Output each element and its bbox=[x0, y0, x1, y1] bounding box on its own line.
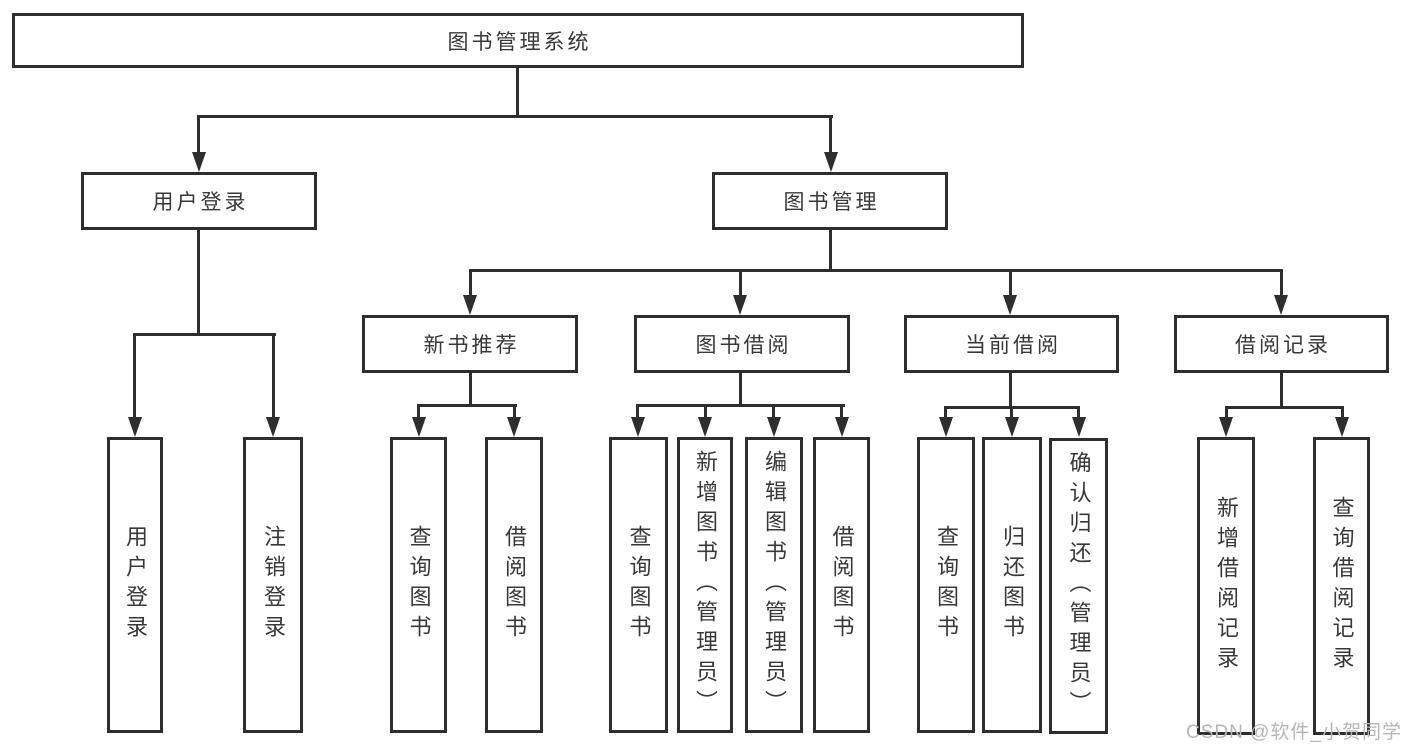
node-current-return-books-label: 归还图书 bbox=[1000, 525, 1025, 645]
arrowhead-down-icon bbox=[1072, 417, 1086, 437]
node-logout-leaf: 注销登录 bbox=[243, 437, 303, 733]
connector-line bbox=[272, 333, 275, 421]
arrowhead-down-icon bbox=[698, 417, 712, 437]
arrowhead-down-icon bbox=[1003, 295, 1017, 315]
node-login-leaf-label: 用户登录 bbox=[123, 525, 148, 645]
node-recommend-borrow-books: 借阅图书 bbox=[485, 437, 543, 733]
node-records-add-record-label: 新增借阅记录 bbox=[1214, 496, 1239, 676]
node-borrowing-query-books: 查询图书 bbox=[609, 437, 668, 733]
connector-line bbox=[829, 115, 832, 155]
connector-line bbox=[739, 269, 742, 299]
node-current-return-books: 归还图书 bbox=[982, 437, 1042, 733]
node-recommend-query-books: 查询图书 bbox=[390, 437, 447, 733]
arrowhead-down-icon bbox=[1219, 417, 1233, 437]
arrowhead-down-icon bbox=[412, 417, 426, 437]
node-book-management-label: 图书管理 bbox=[783, 191, 880, 214]
node-current-borrowing-label: 当前借阅 bbox=[965, 334, 1061, 357]
connector-line bbox=[469, 373, 472, 407]
node-book-borrowing-label: 图书借阅 bbox=[695, 334, 792, 357]
connector-line bbox=[636, 404, 639, 424]
node-user-login: 用户登录 bbox=[81, 172, 317, 230]
arrowhead-down-icon bbox=[266, 417, 280, 437]
node-login-leaf: 用户登录 bbox=[107, 437, 163, 733]
connector-line bbox=[772, 404, 775, 424]
arrowhead-down-icon bbox=[1005, 417, 1019, 437]
arrowhead-down-icon bbox=[1335, 417, 1349, 437]
arrowhead-down-icon bbox=[824, 152, 838, 172]
connector-line bbox=[1280, 373, 1283, 409]
node-library-system: 图书管理系统 bbox=[12, 13, 1024, 68]
connector-line bbox=[197, 115, 833, 118]
arrowhead-down-icon bbox=[939, 417, 953, 437]
connector-line bbox=[1009, 269, 1012, 299]
connector-line bbox=[1077, 406, 1080, 424]
arrowhead-down-icon bbox=[507, 417, 521, 437]
node-current-query-books: 查询图书 bbox=[917, 437, 975, 733]
node-borrowing-add-books-admin: 新增图书（管理员） bbox=[677, 437, 733, 733]
arrowhead-down-icon bbox=[835, 417, 849, 437]
connector-line bbox=[469, 269, 472, 299]
arrowhead-down-icon bbox=[463, 295, 477, 315]
node-borrowing-edit-books-admin-label: 编辑图书（管理员） bbox=[762, 450, 787, 720]
connector-line bbox=[704, 404, 707, 424]
connector-line bbox=[417, 404, 420, 424]
node-borrowing-borrow-books-label: 借阅图书 bbox=[829, 525, 855, 645]
node-borrowing-records-label: 借阅记录 bbox=[1235, 334, 1331, 357]
node-book-management: 图书管理 bbox=[712, 172, 948, 230]
arrowhead-down-icon bbox=[631, 417, 645, 437]
connector-line bbox=[133, 333, 136, 421]
connector-line bbox=[636, 404, 845, 407]
node-records-query-record-label: 查询借阅记录 bbox=[1329, 496, 1355, 676]
arrowhead-down-icon bbox=[1274, 295, 1288, 315]
connector-line bbox=[829, 230, 832, 272]
node-current-confirm-return-admin-label: 确认归还（管理员） bbox=[1066, 451, 1092, 721]
node-new-book-recommend: 新书推荐 bbox=[362, 315, 578, 373]
arrowhead-down-icon bbox=[192, 152, 206, 172]
connector-line bbox=[739, 373, 742, 407]
connector-line bbox=[1280, 269, 1283, 299]
connector-line bbox=[516, 68, 519, 118]
node-current-query-books-label: 查询图书 bbox=[934, 525, 959, 645]
node-borrowing-edit-books-admin: 编辑图书（管理员） bbox=[745, 437, 803, 733]
node-book-borrowing: 图书借阅 bbox=[634, 315, 850, 373]
connector-line bbox=[1010, 406, 1013, 424]
node-library-system-label: 图书管理系统 bbox=[447, 30, 592, 54]
csdn-watermark: CSDN @软件_小贺同学 bbox=[1186, 722, 1402, 743]
arrowhead-down-icon bbox=[128, 417, 142, 437]
node-current-confirm-return-admin: 确认归还（管理员） bbox=[1049, 438, 1108, 734]
connector-line bbox=[1225, 406, 1228, 424]
node-user-login-label: 用户登录 bbox=[152, 191, 249, 214]
connector-line bbox=[133, 333, 276, 336]
connector-line bbox=[197, 230, 200, 336]
connector-line bbox=[417, 404, 517, 407]
node-records-add-record: 新增借阅记录 bbox=[1197, 437, 1255, 735]
arrowhead-down-icon bbox=[767, 417, 781, 437]
node-logout-leaf-label: 注销登录 bbox=[261, 525, 286, 645]
node-borrowing-query-books-label: 查询图书 bbox=[626, 525, 652, 645]
connector-line bbox=[469, 269, 1283, 272]
node-borrowing-borrow-books: 借阅图书 bbox=[813, 437, 870, 733]
connector-line bbox=[513, 404, 516, 424]
arrowhead-down-icon bbox=[733, 295, 747, 315]
node-borrowing-records: 借阅记录 bbox=[1174, 315, 1389, 373]
node-borrowing-add-books-admin-label: 新增图书（管理员） bbox=[693, 450, 718, 720]
connector-line bbox=[1341, 406, 1344, 424]
connector-line bbox=[1225, 406, 1344, 409]
node-current-borrowing: 当前借阅 bbox=[904, 315, 1119, 373]
connector-line bbox=[1009, 373, 1012, 409]
node-new-book-recommend-label: 新书推荐 bbox=[423, 334, 520, 357]
connector-line bbox=[944, 406, 947, 424]
connector-line bbox=[840, 404, 843, 424]
node-recommend-query-books-label: 查询图书 bbox=[406, 525, 432, 645]
node-recommend-borrow-books-label: 借阅图书 bbox=[502, 525, 527, 645]
connector-line bbox=[197, 115, 200, 155]
node-records-query-record: 查询借阅记录 bbox=[1313, 437, 1370, 735]
